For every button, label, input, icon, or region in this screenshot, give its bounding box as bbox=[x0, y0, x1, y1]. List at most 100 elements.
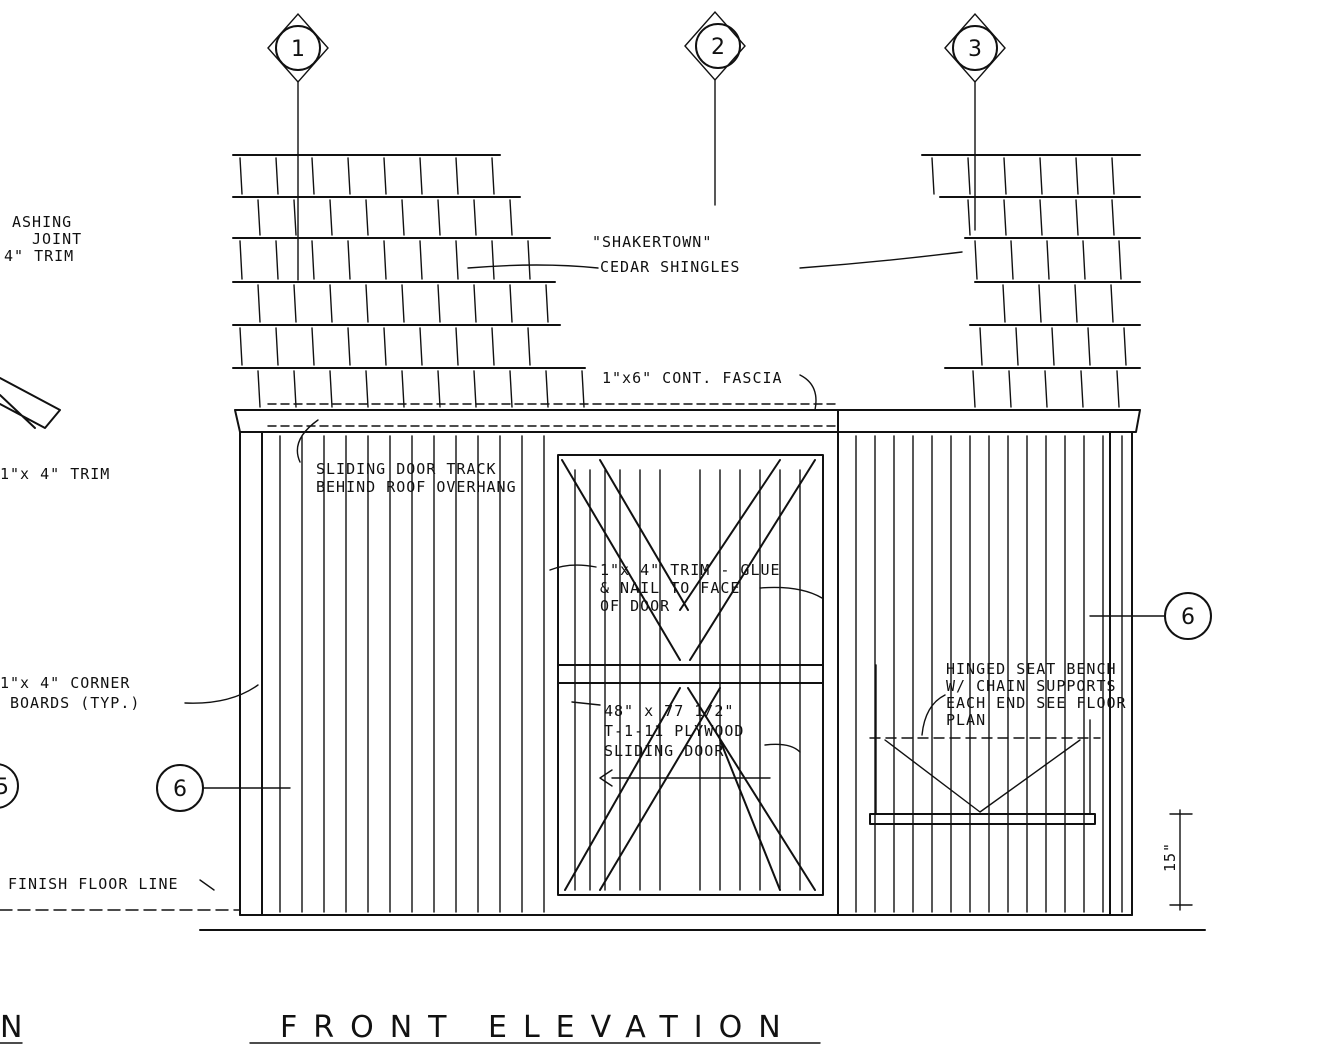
fascia-note: 1"x6" CONT. FASCIA bbox=[602, 369, 783, 387]
shingle-joint bbox=[383, 240, 387, 280]
shingle-joint bbox=[491, 327, 495, 366]
grid-marker-left-6-label: 6 bbox=[173, 777, 187, 802]
door-track-note: SLIDING DOOR TRACK BEHIND ROOF OVERHANG bbox=[316, 460, 516, 496]
shingle-joint bbox=[401, 284, 405, 323]
shingle-joint bbox=[347, 327, 351, 366]
shingle-joint bbox=[437, 370, 441, 408]
hinged-seat-bench bbox=[869, 664, 1101, 825]
shingle-joint bbox=[509, 370, 513, 408]
shingle-joint bbox=[1010, 240, 1014, 280]
corner-boards-note-line-1: 1"x 4" CORNER bbox=[0, 674, 130, 692]
shingle-joint bbox=[1051, 327, 1055, 366]
shingle-joint bbox=[1046, 240, 1050, 280]
shingle-joint bbox=[293, 199, 297, 236]
shingle-joint bbox=[365, 199, 369, 236]
shingle-joint bbox=[365, 370, 369, 408]
shingle-joint bbox=[239, 240, 243, 280]
left-flashing-note-line-2: JOINT bbox=[32, 230, 82, 248]
shingle-joint bbox=[1075, 199, 1079, 236]
finish-floor-note: FINISH FLOOR LINE bbox=[8, 875, 179, 893]
shingle-joint bbox=[419, 157, 423, 195]
shingle-joint bbox=[437, 199, 441, 236]
shingle-joint bbox=[1074, 284, 1078, 323]
door-note-line-3: SLIDING DOOR bbox=[604, 742, 724, 760]
left-roof-detail-fragment bbox=[0, 377, 61, 429]
shingle-joint bbox=[257, 284, 261, 323]
shingle-joint bbox=[383, 327, 387, 366]
shingle-joint bbox=[931, 157, 935, 195]
shingle-joint bbox=[1118, 240, 1122, 280]
shingle-joint bbox=[239, 157, 243, 195]
shingle-joint bbox=[509, 284, 513, 323]
shingle-joint bbox=[972, 370, 976, 408]
shingle-joint bbox=[491, 240, 495, 280]
bench-note-line-4: PLAN bbox=[946, 711, 986, 729]
bench-note: HINGED SEAT BENCH W/ CHAIN SUPPORTS EACH… bbox=[946, 660, 1127, 729]
shingle-joint bbox=[293, 370, 297, 408]
shingle-joint bbox=[1015, 327, 1019, 366]
shingle-joint bbox=[974, 240, 978, 280]
door-trim-note-line-1: 1"x 4" TRIM - GLUE bbox=[600, 561, 781, 579]
shingle-joint bbox=[257, 199, 261, 236]
shingle-note: "SHAKERTOWN" CEDAR SHINGLES bbox=[592, 233, 740, 276]
left-flashing-note-line-3: 4" TRIM bbox=[4, 247, 74, 265]
shingle-joint bbox=[1082, 240, 1086, 280]
shingle-joint bbox=[437, 284, 441, 323]
shingle-joint bbox=[311, 240, 315, 280]
shingle-joint bbox=[1116, 370, 1120, 408]
door-trim-note: 1"x 4" TRIM - GLUE & NAIL TO FACE OF DOO… bbox=[600, 561, 781, 615]
left-flashing-note: ASHING JOINT 4" TRIM bbox=[4, 213, 82, 265]
shingle-joint bbox=[455, 240, 459, 280]
shingle-joint bbox=[455, 327, 459, 366]
shingle-joint bbox=[365, 284, 369, 323]
shingle-joint bbox=[545, 370, 549, 408]
shingle-joint bbox=[509, 199, 513, 236]
bench-note-line-2: W/ CHAIN SUPPORTS bbox=[946, 677, 1117, 695]
shingle-joint bbox=[1080, 370, 1084, 408]
grid-marker-left-6: 6 bbox=[156, 764, 291, 812]
grid-marker-2: 2 bbox=[684, 10, 746, 206]
shingle-joint bbox=[1123, 327, 1127, 366]
shingle-joint bbox=[1038, 284, 1042, 323]
shingle-note-line-2: CEDAR SHINGLES bbox=[600, 258, 740, 276]
shingle-joint bbox=[293, 284, 297, 323]
shingle-joint bbox=[311, 327, 315, 366]
shingle-joint bbox=[455, 157, 459, 195]
shingle-joint bbox=[1111, 199, 1115, 236]
shingle-joint bbox=[347, 157, 351, 195]
corner-boards bbox=[261, 431, 1111, 916]
bench-height-label: 15" bbox=[1161, 842, 1179, 872]
shingle-joint bbox=[329, 370, 333, 408]
shingle-joint bbox=[401, 370, 405, 408]
door-note-line-1: 48" x 77 1/2" bbox=[604, 702, 734, 720]
grid-marker-1: 1 bbox=[267, 12, 329, 281]
shingle-joint bbox=[545, 284, 549, 323]
bench-note-line-3: EACH END SEE FLOOR bbox=[946, 694, 1127, 712]
shingle-joint bbox=[1111, 157, 1115, 195]
grid-marker-partial-5-label: 5 bbox=[0, 775, 9, 800]
shingle-joint bbox=[979, 327, 983, 366]
shingle-joint bbox=[275, 327, 279, 366]
door-note: 48" x 77 1/2" T-1-11 PLYWOOD SLIDING DOO… bbox=[604, 702, 744, 760]
door-note-line-2: T-1-11 PLYWOOD bbox=[604, 722, 744, 740]
shingle-joint bbox=[967, 199, 971, 236]
shingle-joint bbox=[257, 370, 261, 408]
grade-line bbox=[0, 909, 1206, 931]
shingle-joint bbox=[1003, 199, 1007, 236]
cedar-shingle-roof bbox=[232, 154, 1141, 408]
shingle-joint bbox=[275, 157, 279, 195]
shingle-joint bbox=[1039, 199, 1043, 236]
grid-marker-3-label: 3 bbox=[968, 37, 982, 62]
left-drawing-title-fragment: N bbox=[0, 1010, 38, 1045]
fascia-board bbox=[234, 403, 1141, 433]
shingle-note-line-1: "SHAKERTOWN" bbox=[592, 233, 712, 251]
shingle-joint bbox=[1003, 157, 1007, 195]
shingle-joint bbox=[347, 240, 351, 280]
door-trim-note-line-2: & NAIL TO FACE bbox=[600, 579, 740, 597]
shingle-joint bbox=[581, 370, 585, 408]
shingle-joint bbox=[967, 157, 971, 195]
shingle-joint bbox=[1039, 157, 1043, 195]
left-drawing-title-text: N bbox=[0, 1010, 38, 1045]
door-track-note-line-1: SLIDING DOOR TRACK bbox=[316, 460, 497, 478]
